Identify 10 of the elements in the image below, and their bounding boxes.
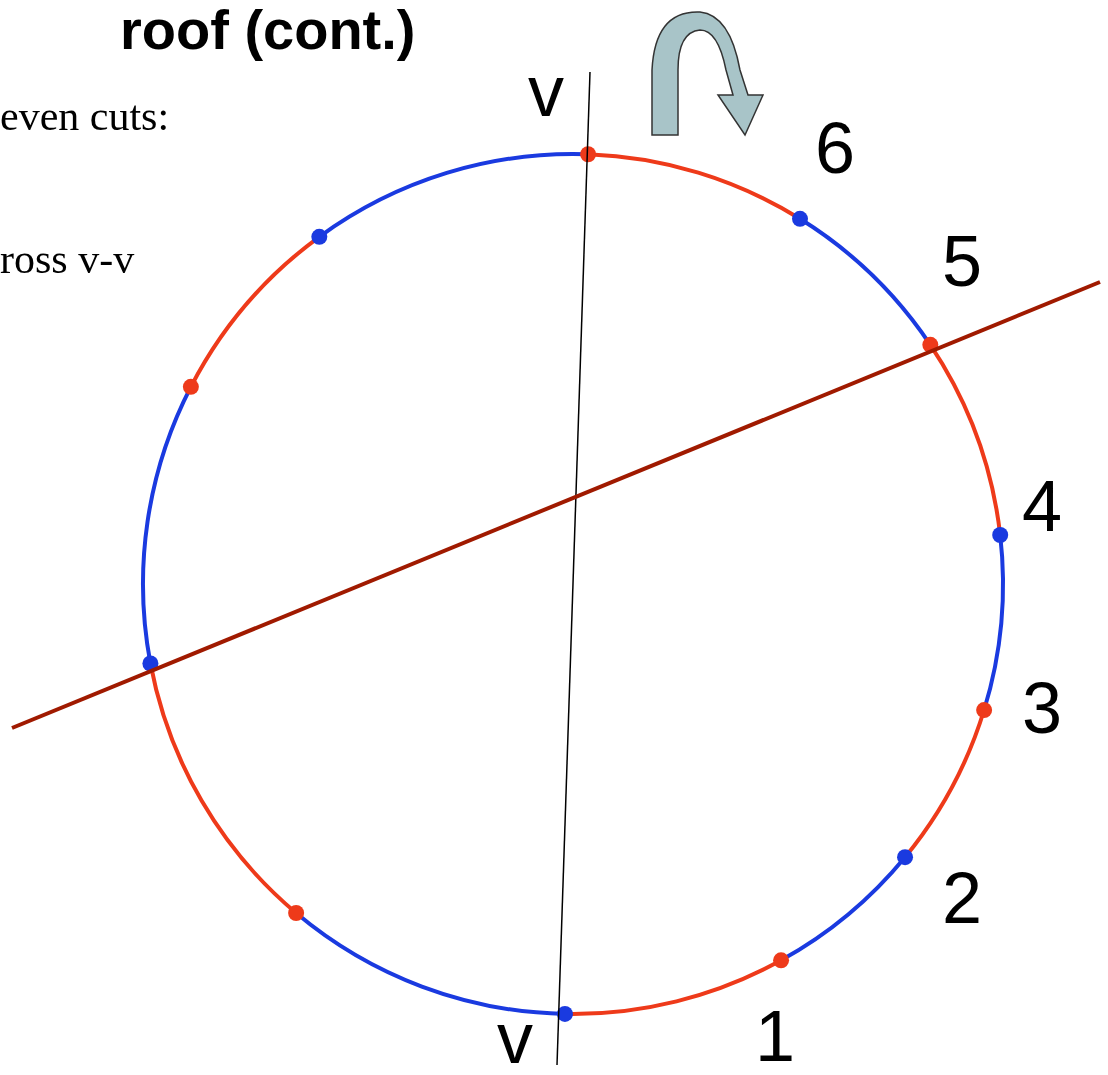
point-number: 1 — [755, 1000, 796, 1072]
axis-label: v — [528, 55, 564, 127]
body-text: even cuts: — [0, 95, 170, 137]
point-number: 3 — [1022, 672, 1063, 744]
body-text: ross v-v — [0, 238, 135, 280]
axis-label: v — [497, 1002, 533, 1074]
point-number: 2 — [942, 862, 983, 934]
point-number: 4 — [1022, 470, 1063, 542]
point-number: 6 — [815, 112, 856, 184]
point-number: 5 — [942, 225, 983, 297]
